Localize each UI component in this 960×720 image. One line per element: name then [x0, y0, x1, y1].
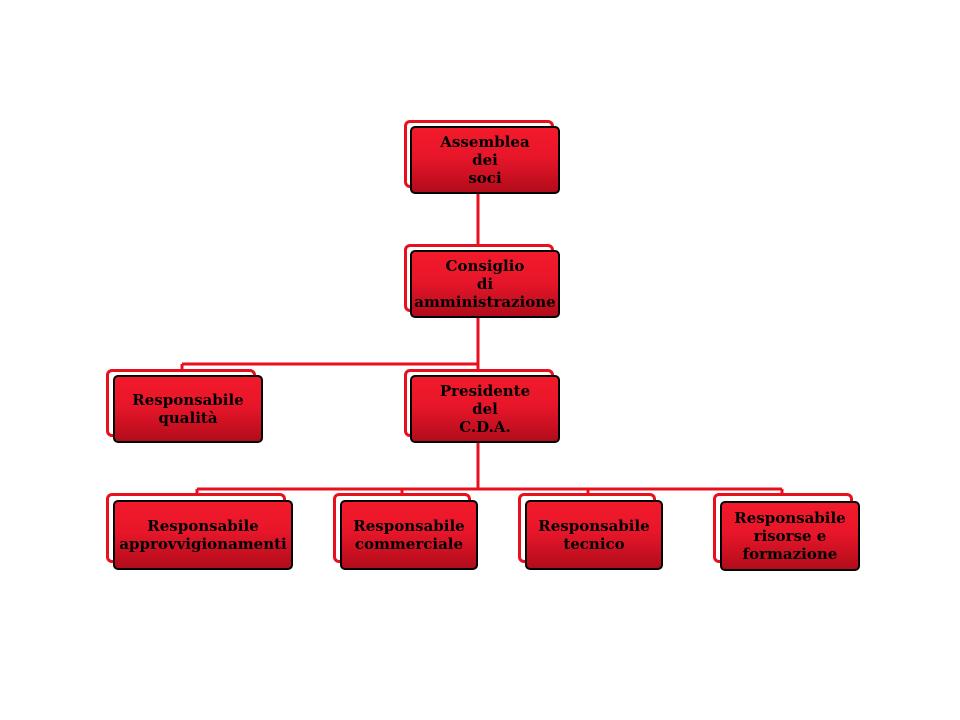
node-consiglio-box: Consiglio di amministrazione: [410, 250, 560, 318]
node-assemblea: Assemblea dei soci: [404, 120, 560, 194]
node-commerciale-box: Responsabile commerciale: [340, 500, 478, 570]
node-approvvigionamenti-box: Responsabile approvvigionamenti: [113, 500, 293, 570]
node-presidente-box: Presidente del C.D.A.: [410, 375, 560, 443]
node-consiglio: Consiglio di amministrazione: [404, 244, 560, 318]
node-qualita: Responsabile qualità: [106, 369, 263, 443]
node-risorse-box: Responsabile risorse e formazione: [720, 501, 860, 571]
node-qualita-box: Responsabile qualità: [113, 375, 263, 443]
node-approvvigionamenti: Responsabile approvvigionamenti: [106, 493, 293, 570]
node-assemblea-box: Assemblea dei soci: [410, 126, 560, 194]
node-commerciale: Responsabile commerciale: [333, 493, 478, 570]
node-tecnico: Responsabile tecnico: [518, 493, 663, 570]
node-presidente: Presidente del C.D.A.: [404, 369, 560, 443]
node-tecnico-box: Responsabile tecnico: [525, 500, 663, 570]
node-risorse: Responsabile risorse e formazione: [713, 493, 860, 571]
